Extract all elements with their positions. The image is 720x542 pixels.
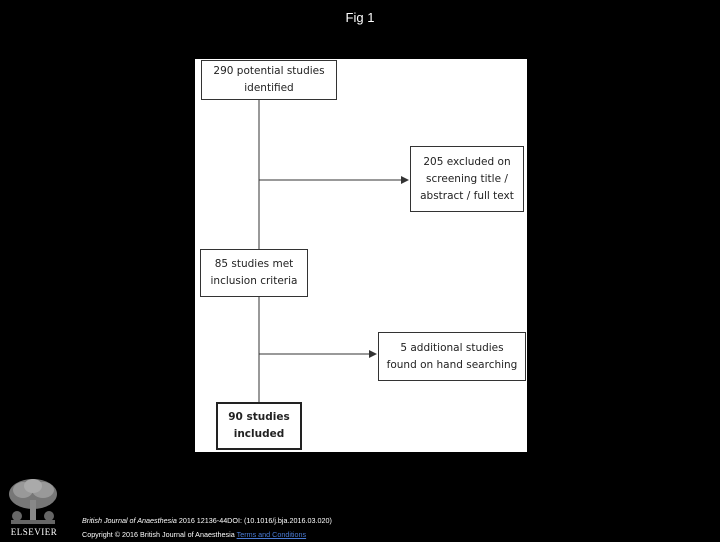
citation-journal: British Journal of Anaesthesia [82, 516, 177, 525]
additional-box: 5 additional studies found on hand searc… [378, 332, 526, 381]
excluded-line-2: screening title / [426, 172, 508, 185]
citation-copyright: Copyright © 2016 British Journal of Anae… [82, 530, 235, 539]
elsevier-logo-text: ELSEVIER [10, 527, 58, 537]
included-box: 90 studies included [216, 402, 302, 450]
citation-reference-line: British Journal of Anaesthesia 2016 1213… [82, 514, 332, 528]
terms-link[interactable]: Terms and Conditions [236, 530, 307, 539]
excluded-box: 205 excluded on screening title / abstra… [410, 146, 524, 212]
included-line-1: 90 studies [228, 411, 290, 423]
additional-line-1: 5 additional studies [400, 341, 504, 354]
excluded-line-3: abstract / full text [420, 189, 514, 202]
flowchart-connectors [258, 100, 409, 402]
flowchart-panel: 290 potential studies identified 205 exc… [195, 59, 527, 452]
identified-line-2: identified [244, 82, 294, 94]
met-criteria-line-1: 85 studies met [214, 258, 294, 270]
met-criteria-box: 85 studies met inclusion criteria [200, 249, 308, 297]
citation-reference: 2016 12136-44DOI: (10.1016/j.bja.2016.03… [176, 516, 332, 525]
identified-box: 290 potential studies identified [201, 60, 337, 100]
met-criteria-line-2: inclusion criteria [210, 275, 298, 287]
elsevier-tree-icon [5, 476, 61, 536]
identified-line-1: 290 potential studies [213, 65, 325, 77]
citation-copyright-line: Copyright © 2016 British Journal of Anae… [82, 528, 332, 542]
included-line-2: included [233, 428, 285, 440]
slide-title: Fig 1 [345, 10, 375, 25]
citation: British Journal of Anaesthesia 2016 1213… [82, 514, 332, 542]
excluded-line-1: 205 excluded on [423, 155, 511, 168]
additional-line-2: found on hand searching [386, 358, 518, 371]
